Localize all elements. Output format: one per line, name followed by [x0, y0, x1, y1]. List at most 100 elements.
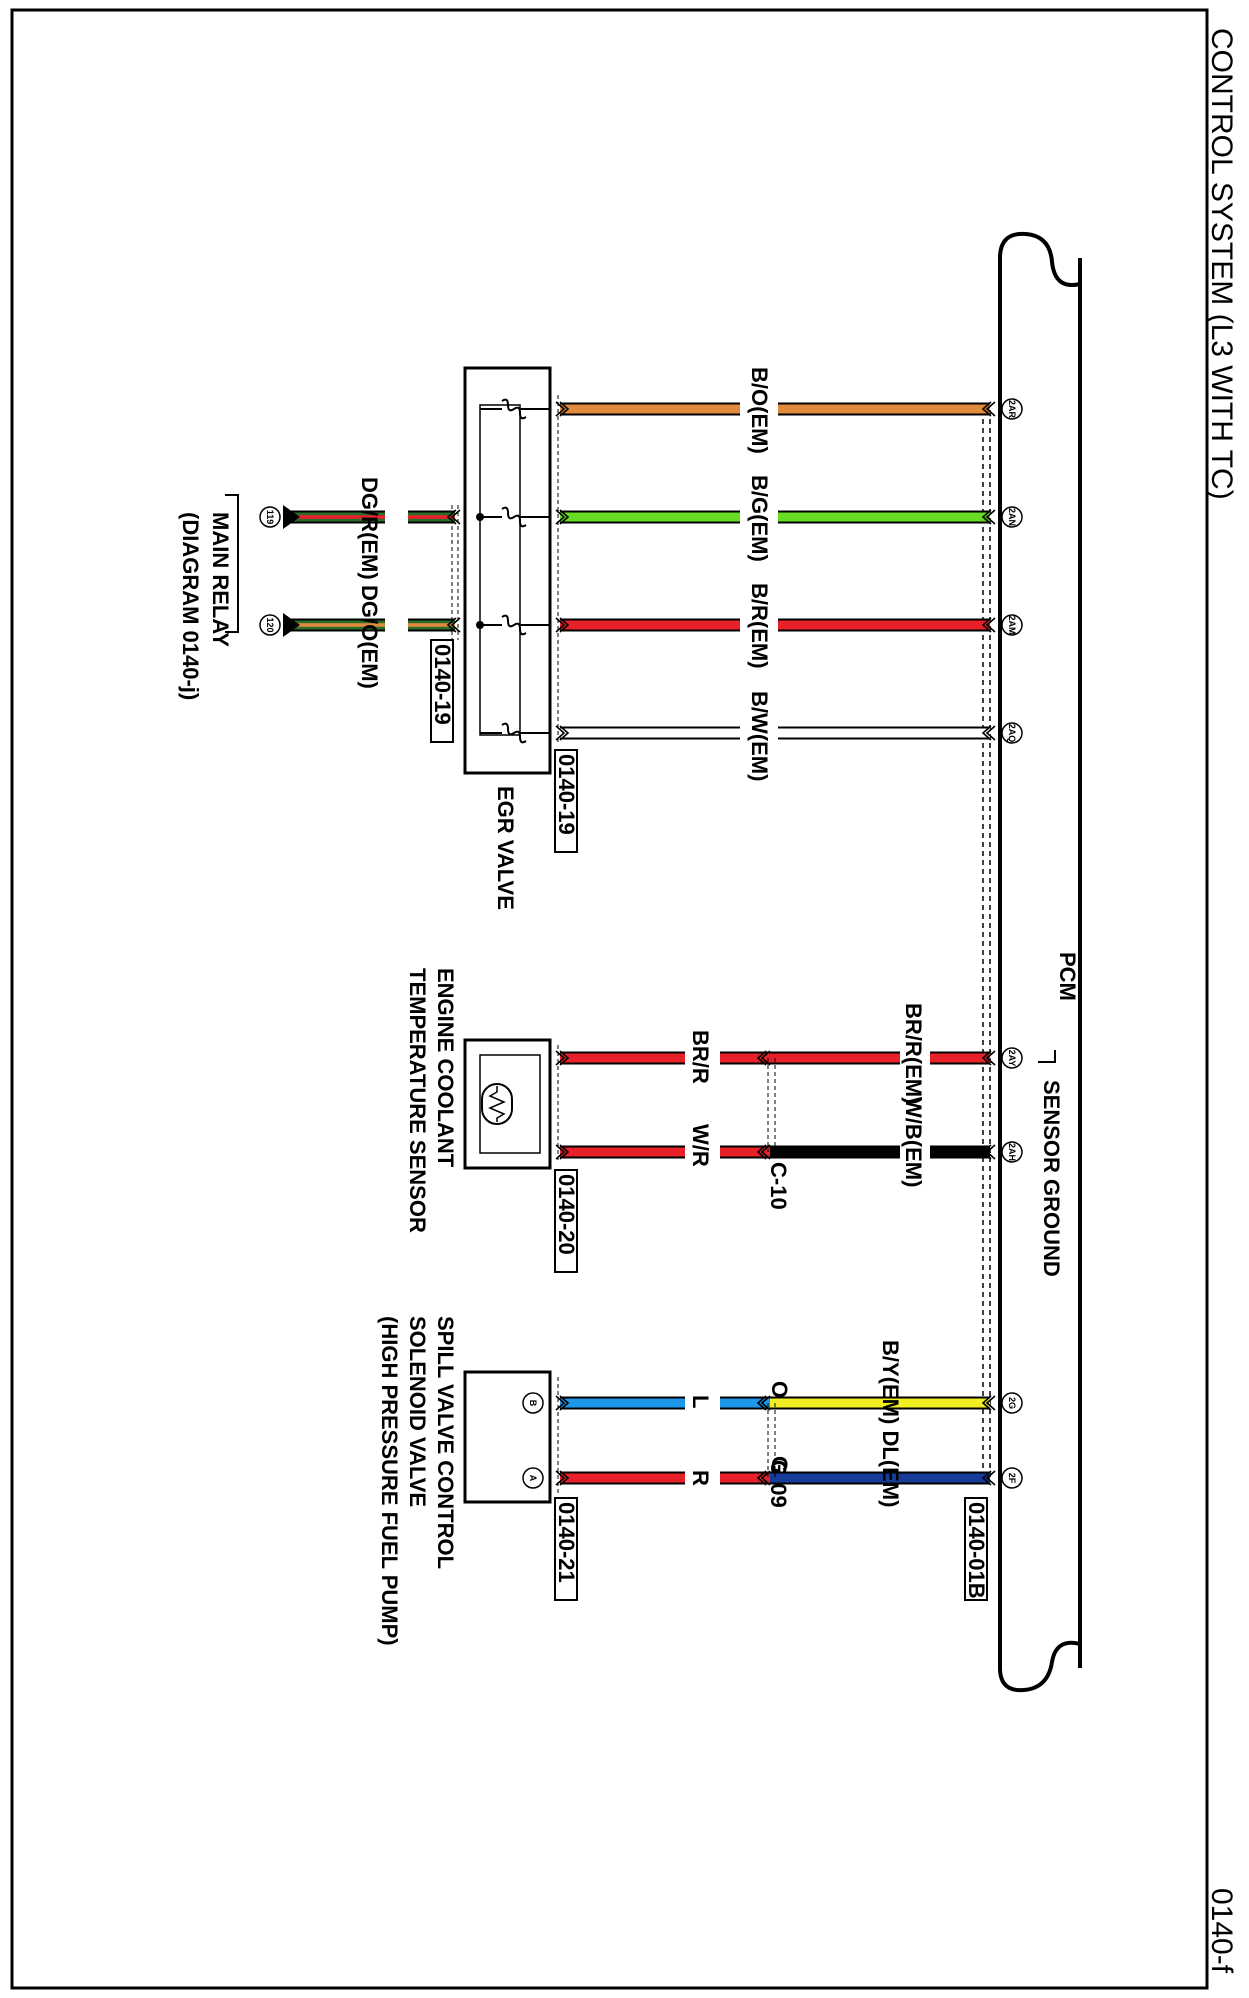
svg-text:2AM: 2AM: [1007, 615, 1017, 634]
egr-pcm-terminal: [981, 401, 996, 417]
spill-sensor-wire-label: L: [688, 1395, 713, 1408]
spill-sensor-wire: [560, 1471, 770, 1485]
relay-terminal: [446, 509, 461, 525]
pin-119: 119: [259, 506, 281, 528]
egr-connector-box: [554, 749, 578, 853]
pin-2ar: 2AR: [1001, 398, 1023, 420]
svg-text:2AQ: 2AQ: [1007, 724, 1017, 743]
pin-2aq: 2AQ: [1001, 722, 1023, 744]
spill-pcm-wire-2f: [770, 1471, 990, 1485]
ect-sensor: [463, 1038, 559, 1170]
page-title: CONTROL SYSTEM (L3 WITH TC): [1205, 28, 1238, 500]
main-relay-label: MAIN RELAY: [208, 512, 233, 647]
ect-connector-box: [554, 1169, 578, 1273]
egr-valve: [451, 366, 559, 775]
pcm-connector-label: 0140-01B: [964, 1502, 989, 1599]
ect-sensor-wire: [560, 1145, 770, 1159]
spill-joint-terminal: [756, 1470, 771, 1486]
egr-pcm-terminal: [981, 725, 996, 741]
svg-text:2AN: 2AN: [1007, 508, 1017, 526]
ect-pcm-wire-2ah: [770, 1145, 990, 1159]
spill-sensor-wire: [560, 1396, 770, 1410]
spill-joint-terminal: [756, 1395, 771, 1411]
egr-wire-label: B/O(EM): [747, 367, 772, 454]
relay-wire-119: [285, 510, 455, 524]
svg-text:2AR: 2AR: [1007, 400, 1017, 419]
spill-pcm-terminal: [981, 1395, 996, 1411]
pin-2f: 2F: [1001, 1467, 1023, 1489]
sensor-ground-label: SENSOR GROUND: [1039, 1080, 1064, 1277]
arrow-icon: [283, 505, 300, 529]
spill-sensor-wire-label: R: [688, 1470, 713, 1486]
ect-joint-terminal: [756, 1144, 771, 1160]
main-relay-diagram-ref: (DIAGRAM 0140-j): [178, 512, 203, 700]
pin-2an: 2AN: [1001, 506, 1023, 528]
egr-terminal: [555, 401, 570, 417]
egr-label: EGR VALVE: [493, 786, 518, 910]
svg-text:B: B: [528, 1400, 538, 1407]
egr-wire-label: B/R(EM): [747, 583, 772, 669]
pin-2g: 2G: [1001, 1392, 1023, 1414]
sensor-ground-bracket: [1038, 1050, 1056, 1063]
wires: [283, 401, 996, 1486]
pcm-label: PCM: [1055, 952, 1080, 1001]
egr-terminal: [555, 509, 570, 525]
egr-relay-connector-label: 0140-19: [430, 644, 455, 725]
ect-sensor-wire-label: BR/R: [688, 1030, 713, 1084]
pin-2ah: 2AH: [1001, 1141, 1023, 1163]
ect-label-line2: TEMPERATURE SENSOR: [405, 968, 430, 1233]
egr-connector-label: 0140-19: [554, 754, 579, 835]
spill-terminal: [555, 1395, 570, 1411]
ect-joint-terminal: [756, 1050, 771, 1066]
spill-pcm-terminal: [981, 1470, 996, 1486]
spill-valve: [463, 1370, 559, 1504]
svg-text:2AH: 2AH: [1007, 1143, 1017, 1161]
ect-pcm-wire-label: W/B(EM): [901, 1097, 926, 1187]
spill-pin-b: B: [522, 1392, 544, 1414]
spill-pin-a: A: [522, 1467, 544, 1489]
egr-wire-label: B/G(EM): [747, 475, 772, 562]
relay-terminal: [446, 617, 461, 633]
ect-pcm-terminal: [981, 1050, 996, 1066]
ect-pcm-terminal: [981, 1144, 996, 1160]
relay-wire-label: DG/R(EM): [357, 477, 382, 580]
egr-terminal: [555, 617, 570, 633]
svg-text:2F: 2F: [1007, 1473, 1017, 1484]
ect-sensor-wire: [560, 1051, 770, 1065]
spill-joint-wire-label: O: [767, 1381, 792, 1398]
svg-text:120: 120: [265, 617, 275, 632]
ect-terminal: [555, 1144, 570, 1160]
relay-wire-120: [285, 618, 455, 632]
spill-terminal: [555, 1470, 570, 1486]
ect-sensor-wire-label: W/R: [688, 1124, 713, 1167]
spill-connector-label: 0140-21: [554, 1502, 579, 1583]
pcm-connector-box: [964, 1497, 988, 1601]
svg-text:A: A: [528, 1475, 538, 1482]
egr-relay-connector-box: [430, 639, 454, 743]
relay-wire-label: DG/O(EM): [357, 585, 382, 689]
spill-pcm-wire-labels: B/Y(EM) DL(EM): [878, 1340, 903, 1507]
egr-pcm-terminal: [981, 617, 996, 633]
pin-2am: 2AM: [1001, 614, 1023, 636]
page-id: 0140-f: [1205, 1888, 1238, 1974]
spill-connector-box: [554, 1497, 578, 1601]
main-relay-bracket: [225, 494, 239, 633]
spill-label-line3: (HIGH PRESSURE FUEL PUMP): [377, 1316, 402, 1646]
ect-joint-label: C-10: [766, 1162, 791, 1210]
ect-pcm-wire-2ay: [770, 1051, 990, 1065]
spill-pcm-wire-2g: [770, 1396, 990, 1410]
ect-connector-label: 0140-20: [554, 1174, 579, 1255]
ect-pcm-wire-label: BR/R(EM): [901, 1003, 926, 1104]
ect-label-line1: ENGINE COOLANT: [433, 968, 458, 1168]
spill-label-line2: SOLENOID VALVE: [405, 1316, 430, 1507]
ect-terminal: [555, 1050, 570, 1066]
page-border: [10, 8, 1209, 1990]
arrow-icon: [283, 613, 300, 637]
spill-joint-wire-label: G: [767, 1456, 792, 1473]
svg-text:119: 119: [265, 510, 275, 525]
svg-text:2AY: 2AY: [1007, 1050, 1017, 1067]
egr-pcm-terminal: [981, 509, 996, 525]
wire-labels: 2ARB/O(EM)2ANB/G(EM)2AMB/R(EM)2AQB/W(EM)…: [259, 367, 1023, 1507]
egr-terminal: [555, 725, 570, 741]
